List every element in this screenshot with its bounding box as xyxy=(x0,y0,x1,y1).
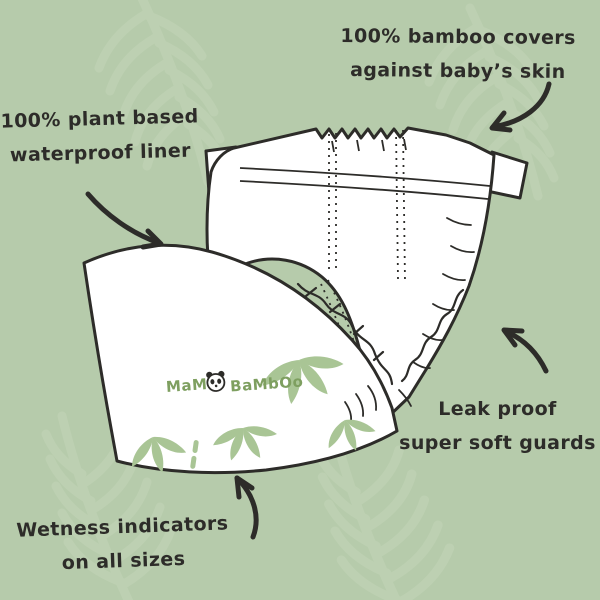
bamboo-leaf-print xyxy=(213,426,277,461)
annotation-waterproof-liner: 100% plant based waterproof liner xyxy=(0,99,203,172)
panda-logo-icon xyxy=(206,370,226,392)
side-gather-ruffle xyxy=(400,288,465,383)
brand-logo: MaMa BaMbOo xyxy=(165,370,304,396)
annotation-line: 100% bamboo covers xyxy=(340,24,576,50)
annotation-leak-proof: Leak proof super soft guards xyxy=(395,392,600,460)
annotation-wetness-indicators: Wetness indicators on all sizes xyxy=(7,506,239,582)
annotation-line: waterproof liner xyxy=(9,139,192,167)
arrow-bottom-left-icon xyxy=(234,475,259,540)
annotation-line: 100% plant based xyxy=(0,105,199,133)
arrow-top-left-icon xyxy=(85,191,164,250)
fabric-gather-lines xyxy=(398,217,475,407)
brand-word-mama: MaMa xyxy=(165,374,218,396)
bamboo-stalk-print xyxy=(190,440,199,469)
diaper-front-panel xyxy=(82,243,399,475)
arrow-top-right-icon xyxy=(489,81,552,133)
bamboo-leaf-print xyxy=(328,419,376,451)
leg-cuff-ruffle xyxy=(296,282,394,386)
annotation-bamboo-covers: 100% bamboo covers against baby’s skin xyxy=(318,19,599,89)
front-gather-lines xyxy=(344,385,377,422)
brand-word-bamboo: BaMbOo xyxy=(230,372,304,395)
annotation-line: super soft guards xyxy=(399,432,596,454)
annotation-line: against baby’s skin xyxy=(350,59,566,83)
annotation-line: Leak proof xyxy=(438,398,557,420)
waistband-seam-lines xyxy=(239,138,491,200)
bamboo-leaf-print xyxy=(262,356,344,404)
bamboo-leaf-print xyxy=(131,436,187,473)
arrow-right-icon xyxy=(501,327,549,374)
